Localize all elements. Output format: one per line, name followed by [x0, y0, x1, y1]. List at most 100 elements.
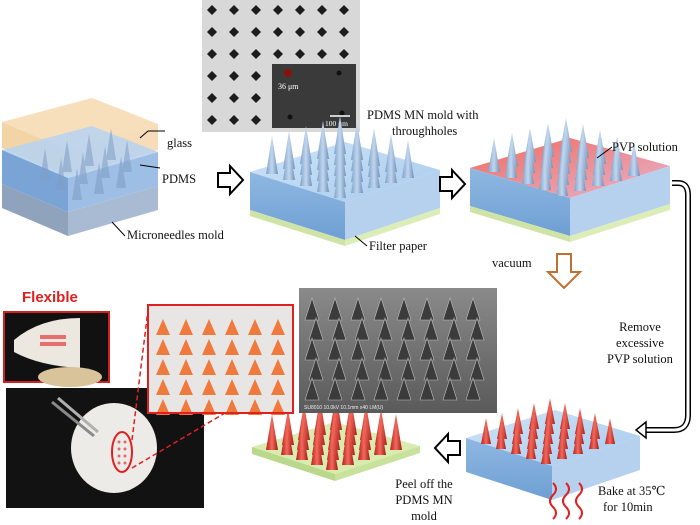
sem-microneedle [373, 377, 389, 401]
patch-microneedle [225, 319, 239, 335]
patch-microneedle [156, 399, 170, 415]
heat-waves-icon [549, 482, 583, 520]
sem-microneedle [331, 317, 347, 341]
patch-microneedle [271, 359, 285, 375]
micrograph-hole [317, 27, 327, 37]
micrograph-hole [251, 49, 261, 59]
patch-microneedle [271, 399, 285, 415]
sem-microneedle [308, 357, 324, 381]
sem-microneedle [423, 317, 439, 341]
needle-cavity [317, 154, 329, 192]
patch-microneedle [225, 379, 239, 395]
patch-microneedle [225, 339, 239, 355]
label-microneedles-mold: Microneedles mold [127, 228, 225, 242]
micrograph-hole [207, 5, 217, 15]
micrograph-hole [207, 27, 217, 37]
step2-pdms-mold [250, 116, 440, 246]
sem-microneedle [354, 357, 370, 381]
microneedle [511, 428, 521, 454]
patch-microneedle [202, 399, 216, 415]
microneedle [311, 429, 323, 465]
needle-cavity [628, 142, 640, 176]
micrograph-hole [295, 27, 305, 37]
label-glass: glass [167, 136, 192, 150]
vacuum-down-arrow-icon [545, 253, 583, 290]
microneedle [390, 414, 402, 450]
microneedle [266, 414, 278, 450]
needle-cavity [592, 152, 604, 186]
zoomed-patch-photo [147, 304, 294, 415]
label-bake-2: for 10min [603, 500, 653, 514]
step1-mold-stack [2, 98, 158, 236]
sem-microneedle [396, 337, 412, 361]
label-peel-3: mold [411, 509, 437, 523]
microneedle [573, 428, 583, 454]
sem-microneedle [308, 317, 324, 341]
micrograph-hole [207, 71, 217, 81]
inset-scale-label: 100 μm [325, 119, 348, 128]
micrograph-hole [229, 115, 239, 125]
label-bake-1: Bake at 35℃ [598, 484, 665, 498]
patch-microneedle [156, 379, 170, 395]
patch-microneedle [271, 339, 285, 355]
micrograph-hole [273, 27, 283, 37]
patch-microneedle [225, 359, 239, 375]
label-remove-2: excessive [616, 336, 664, 350]
needle-cavity [488, 138, 500, 172]
micrograph-hole [339, 27, 349, 37]
label-pvp-solution: PVP solution [612, 140, 679, 154]
patch-microneedle [202, 359, 216, 375]
microneedle [481, 418, 491, 444]
needle-cavity [556, 162, 568, 196]
patch-microneedle [179, 339, 193, 355]
microneedle [326, 434, 338, 470]
label-pdms-mn-mold-1: PDMS MN mold with [367, 108, 479, 122]
sem-image: SU8010 10.0kV 10.1mm x40 LM(U) [299, 288, 497, 413]
patch-microneedle [179, 379, 193, 395]
microneedle [541, 438, 551, 464]
patch-microneedle [248, 399, 262, 415]
sem-microneedle [373, 337, 389, 361]
patch-microneedle [248, 359, 262, 375]
sem-microneedle [350, 337, 366, 361]
micrograph-hole [317, 49, 327, 59]
patch-microneedle [271, 319, 285, 335]
microneedle [557, 433, 567, 459]
micrograph-hole [295, 49, 305, 59]
needle-cavity [385, 145, 397, 183]
sem-microneedle [423, 357, 439, 381]
sem-microneedle [377, 317, 393, 341]
sem-microneedle [400, 357, 416, 381]
patch-microneedle [179, 399, 193, 415]
micrograph-hole [251, 93, 261, 103]
needle-cavity [351, 155, 363, 193]
needle-cavity [522, 150, 534, 184]
patch-microneedle [179, 319, 193, 335]
patch-photo [6, 388, 204, 508]
sem-microneedle [396, 297, 412, 321]
micrograph-hole [229, 27, 239, 37]
sem-microneedle [377, 357, 393, 381]
curved-arrow-icon [646, 180, 691, 433]
step5-mn-patch [252, 394, 420, 481]
needle-cavity [334, 160, 346, 198]
patch-microneedle [248, 339, 262, 355]
microneedle [374, 419, 386, 455]
patch-microneedle [156, 359, 170, 375]
microneedle [358, 424, 370, 460]
patch-microneedle [248, 319, 262, 335]
sem-microneedle [442, 297, 458, 321]
left-arrow-icon [433, 431, 461, 465]
micrograph-hole [229, 93, 239, 103]
sem-microneedle [327, 377, 343, 401]
patch-microneedle [156, 339, 170, 355]
sem-microneedle [304, 337, 320, 361]
micrograph-hole [229, 5, 239, 15]
micrograph-hole [295, 5, 305, 15]
microneedle [281, 419, 293, 455]
micrograph-hole [207, 115, 217, 125]
needle-cavity [402, 140, 414, 178]
sem-caption: SU8010 10.0kV 10.1mm x40 LM(U) [304, 405, 384, 411]
microneedle [526, 433, 536, 459]
sem-microneedle [442, 337, 458, 361]
